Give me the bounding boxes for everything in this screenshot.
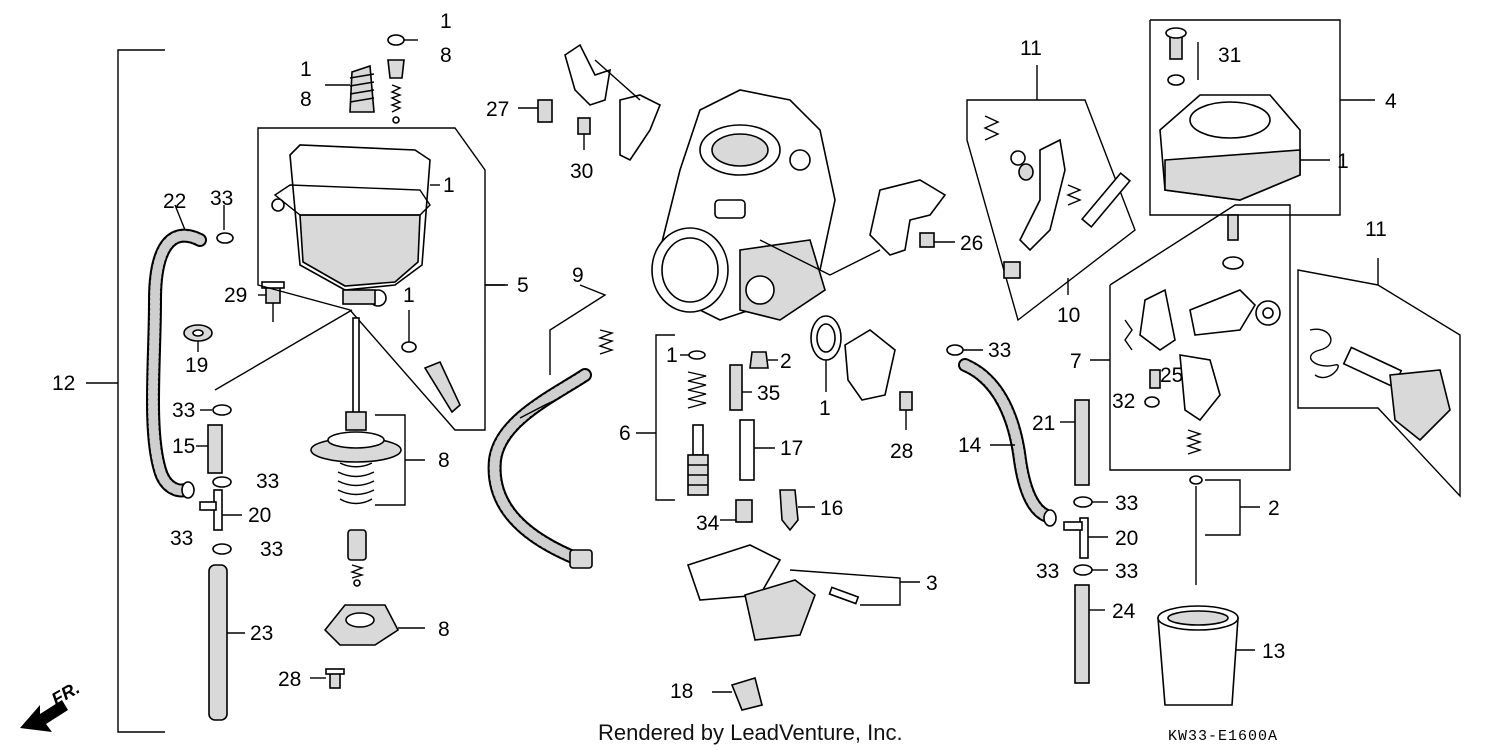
linkage-assembly-11	[966, 65, 1136, 322]
callout-28b: 28	[890, 440, 913, 463]
throttle-assembly-7	[1090, 204, 1291, 471]
callout-24: 24	[1112, 600, 1136, 623]
hose-clip-33-left	[181, 205, 234, 555]
needle-jet-holder-17	[739, 419, 775, 481]
callout-1g: 1	[1337, 150, 1349, 173]
callout-21: 21	[1032, 412, 1055, 435]
callout-31: 31	[1218, 44, 1241, 67]
callout-33c: 33	[256, 470, 279, 493]
callout-29: 29	[224, 284, 247, 307]
callout-33e: 33	[260, 538, 283, 561]
callout-6: 6	[619, 422, 631, 445]
callout-33d: 33	[170, 527, 193, 550]
tee-joint-20-left	[199, 489, 242, 531]
callout-12: 12	[52, 372, 75, 395]
callout-labels: 1 8 1 8 1 5 22 33 29 19 12 33 15 33 20 3…	[52, 10, 1397, 703]
callout-8b: 8	[300, 88, 312, 111]
callout-1e: 1	[666, 344, 678, 367]
vacuum-piston-8	[214, 309, 425, 689]
fuel-hose-14	[946, 344, 1052, 522]
float-chamber-assembly-5	[257, 127, 508, 431]
front-direction-arrow-icon	[20, 700, 68, 732]
fuel-tube-15	[196, 424, 223, 474]
callout-15: 15	[172, 435, 195, 458]
throttle-slide-13	[1157, 605, 1255, 706]
callout-23: 23	[250, 622, 273, 645]
render-credit: Rendered by LeadVenture, Inc.	[598, 720, 903, 745]
callout-20b: 20	[1115, 527, 1138, 550]
fuel-tube-24	[1074, 584, 1105, 684]
callout-13: 13	[1262, 640, 1285, 663]
cover-28	[844, 329, 913, 430]
callout-33f: 33	[988, 339, 1011, 362]
callout-33i: 33	[1115, 560, 1138, 583]
callout-1f: 1	[819, 397, 831, 420]
callout-14: 14	[958, 434, 982, 457]
front-direction-label: FR.	[48, 678, 83, 710]
callout-8c: 8	[438, 449, 450, 472]
callout-18: 18	[670, 680, 693, 703]
callout-34: 34	[696, 512, 720, 535]
fuel-tube-21	[1060, 399, 1090, 486]
callout-4: 4	[1385, 90, 1397, 113]
callout-32: 32	[1112, 390, 1135, 413]
callout-1c: 1	[443, 174, 455, 197]
jet-needle-2	[1189, 475, 1260, 585]
callout-33a: 33	[210, 187, 233, 210]
o-ring-1	[810, 315, 842, 392]
callout-2b: 2	[1268, 497, 1280, 520]
callout-10: 10	[1057, 304, 1080, 327]
main-jet-34	[720, 499, 753, 523]
callout-16: 16	[820, 497, 843, 520]
throttle-arm-26	[869, 179, 955, 256]
callout-20a: 20	[248, 504, 271, 527]
callout-17: 17	[780, 437, 803, 460]
callout-22: 22	[163, 190, 186, 213]
throttle-bracket-27	[518, 43, 662, 162]
callout-26: 26	[960, 232, 983, 255]
callout-9: 9	[572, 264, 584, 287]
float-valve-16	[779, 489, 815, 532]
fuel-hose-23	[208, 564, 245, 721]
diagram-code: KW33-E1600A	[1168, 728, 1278, 745]
callout-8d: 8	[438, 618, 450, 641]
hose-clip-33-right	[1043, 496, 1108, 576]
choke-cable-9	[487, 284, 615, 569]
callout-3: 3	[926, 572, 938, 595]
callout-11b: 11	[1365, 218, 1387, 241]
throttle-shaft-11	[1297, 258, 1461, 498]
needle-jet-35	[729, 364, 752, 411]
callout-1d: 1	[403, 284, 415, 307]
callout-30: 30	[570, 160, 593, 183]
callout-2a: 2	[780, 350, 792, 373]
tee-joint-20-right	[1063, 517, 1108, 559]
callout-19: 19	[185, 354, 208, 377]
callout-28a: 28	[278, 668, 301, 691]
callout-35: 35	[757, 382, 780, 405]
callout-1b: 1	[300, 58, 312, 81]
callout-5: 5	[517, 274, 529, 297]
slow-jet-2	[749, 351, 778, 369]
fuel-hose-22	[145, 204, 207, 498]
callout-27: 27	[486, 98, 509, 121]
top-cover-assembly-4	[1149, 19, 1375, 216]
callout-8a: 8	[440, 44, 452, 67]
callout-33b: 33	[172, 399, 195, 422]
carburetor-body	[651, 89, 881, 321]
pilot-screw-set-8	[325, 34, 418, 124]
callout-33g: 33	[1115, 492, 1138, 515]
callout-25: 25	[1160, 364, 1183, 387]
callout-11a: 11	[1020, 37, 1042, 60]
drain-plug-18	[712, 676, 763, 711]
callout-7: 7	[1070, 350, 1082, 373]
jet-set-6	[636, 334, 709, 501]
float-3	[686, 544, 920, 641]
callout-1a: 1	[440, 10, 452, 33]
grommet-19	[183, 324, 213, 352]
callout-33h: 33	[1036, 560, 1059, 583]
assembly-bracket-12	[86, 49, 165, 733]
